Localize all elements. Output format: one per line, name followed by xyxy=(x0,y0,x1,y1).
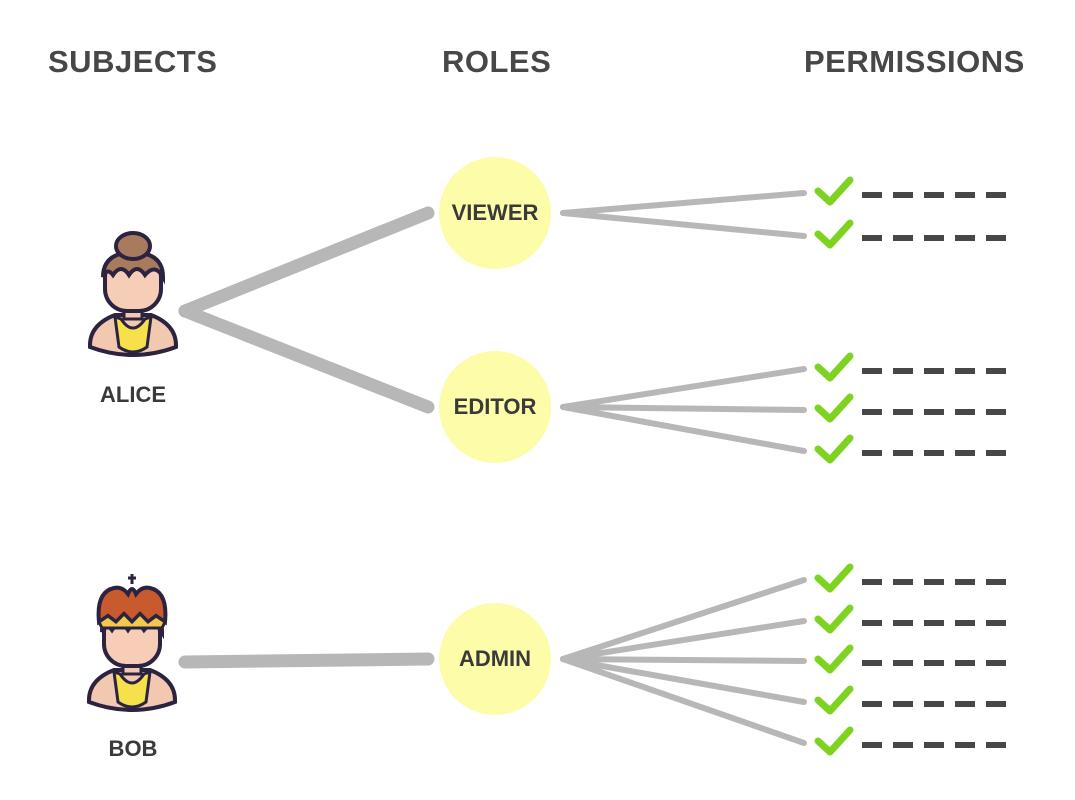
role-permission-connector-admin-2 xyxy=(560,618,807,662)
checkmark-icon xyxy=(814,604,854,634)
checkmark-icon xyxy=(814,352,854,382)
role-permission-connector-admin-3 xyxy=(560,656,807,664)
permissions-header: PERMISSIONS xyxy=(804,44,1025,79)
role-circle-editor xyxy=(439,351,551,463)
subject-role-connector-alice-viewer xyxy=(178,206,435,318)
subject-label-bob: BOB xyxy=(108,736,158,761)
roles-header: ROLES xyxy=(442,44,552,79)
checkmark-icon xyxy=(814,685,854,715)
checkmark-icon xyxy=(814,176,854,206)
role-circle-admin xyxy=(439,603,551,715)
role-permission-connector-editor-2 xyxy=(560,404,807,413)
role-permission-connector-viewer-1 xyxy=(560,190,807,216)
checkmark-icon xyxy=(814,644,854,674)
alice-avatar-icon xyxy=(87,231,179,357)
role-permission-connector-editor-1 xyxy=(560,366,807,410)
role-permission-connector-editor-3 xyxy=(560,404,807,454)
checkmark-icon xyxy=(814,726,854,756)
role-circle-viewer xyxy=(439,157,551,269)
role-label-viewer: VIEWER xyxy=(451,200,539,225)
bob-avatar-icon xyxy=(86,574,178,712)
checkmark-icon xyxy=(814,393,854,423)
checkmark-icon xyxy=(814,434,854,464)
checkmark-icon xyxy=(814,219,854,249)
subject-role-connector-bob-admin xyxy=(178,652,435,669)
checkmark-icon xyxy=(814,563,854,593)
subject-role-connector-alice-editor xyxy=(178,304,435,414)
permissions xyxy=(814,176,1010,756)
subject-label-alice: ALICE xyxy=(100,382,166,407)
role-permission-connector-admin-4 xyxy=(560,656,807,705)
role-permission-connector-viewer-2 xyxy=(560,210,807,239)
connectors xyxy=(178,190,807,746)
role-permission-connector-admin-5 xyxy=(560,656,807,746)
role-circles xyxy=(439,157,551,715)
subjects-header: SUBJECTS xyxy=(48,44,218,79)
role-label-admin: ADMIN xyxy=(458,646,532,671)
role-permission-connector-admin-1 xyxy=(560,577,807,662)
crown-icon xyxy=(96,585,168,626)
role-label-editor: EDITOR xyxy=(453,394,537,419)
